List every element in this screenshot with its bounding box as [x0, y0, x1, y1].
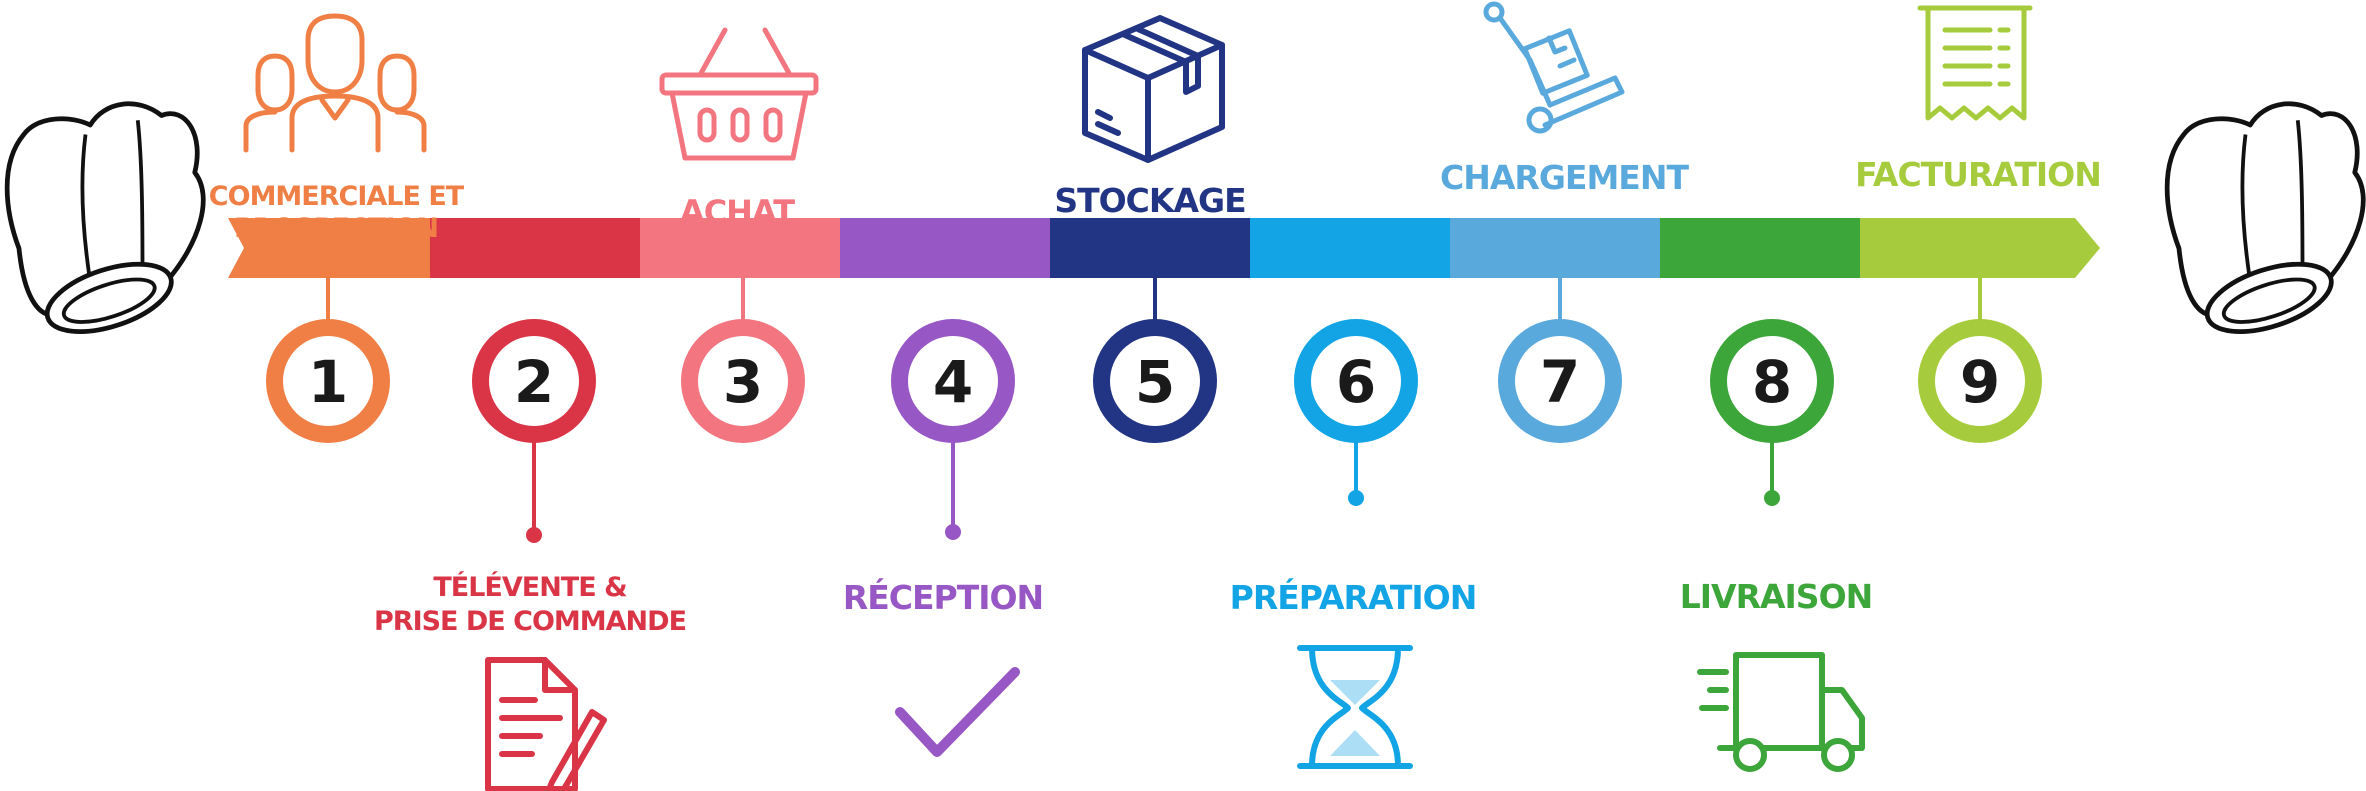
- step-number-9: 9: [1960, 348, 2000, 416]
- step-label-6: PRÉPARATION: [1230, 577, 1477, 617]
- step-number-7: 7: [1540, 348, 1580, 416]
- step-label-5: STOCKAGE: [1054, 181, 1245, 220]
- connector-9: [1972, 232, 1988, 322]
- chef-hat-icon-right: [2167, 104, 2363, 345]
- connector-3: [735, 258, 751, 325]
- receipt-icon: [1917, 5, 2033, 121]
- delivery-truck-icon: [1697, 652, 1865, 772]
- step-label-1-line-1: COMMERCIALE ET: [209, 181, 465, 212]
- document-pen-icon: [485, 657, 607, 791]
- step-circle-5: 5: [1093, 319, 1217, 443]
- step-label-8: LIVRAISON: [1680, 577, 1873, 616]
- hourglass-icon: [1297, 645, 1413, 769]
- step-circle-4: 4: [891, 319, 1015, 443]
- connector-5: [1147, 252, 1163, 325]
- step-label-3: ACHAT: [680, 193, 795, 231]
- step-number-1: 1: [308, 348, 348, 416]
- step-label-2-line-2: PRISE DE COMMANDE: [374, 606, 686, 637]
- people-group-icon: [243, 13, 427, 153]
- step-label-9: FACTURATION: [1855, 155, 2101, 194]
- hand-truck-icon: [1483, 1, 1625, 134]
- timeline-band: [228, 218, 2100, 278]
- step-circle-7: 7: [1498, 319, 1622, 443]
- step-circle-2: 2: [472, 319, 596, 443]
- step-label-4: RÉCEPTION: [843, 577, 1043, 617]
- step-label-1-line-2: PROSPECTION: [234, 213, 438, 244]
- checkmark-icon: [895, 667, 1020, 757]
- connector-7: [1552, 230, 1568, 322]
- band-start-arrow: [228, 218, 286, 278]
- step-label-7: CHARGEMENT: [1440, 158, 1689, 197]
- step-number-2: 2: [514, 348, 554, 416]
- step-circle-9: 9: [1918, 319, 2042, 443]
- step-circle-8: 8: [1710, 319, 1834, 443]
- box-icon: [1082, 15, 1225, 163]
- step-number-5: 5: [1135, 348, 1175, 416]
- step-circle-6: 6: [1294, 319, 1418, 443]
- step-number-4: 4: [933, 348, 973, 416]
- band-end-arrow: [2060, 218, 2100, 278]
- step-number-8: 8: [1752, 348, 1792, 416]
- step-circle-1: 1: [266, 319, 390, 443]
- step-label-2-line-1: TÉLÉVENTE &: [433, 571, 627, 603]
- chef-hat-icon-left: [7, 104, 203, 345]
- step-number-3: 3: [723, 348, 763, 416]
- step-number-6: 6: [1336, 348, 1376, 416]
- shopping-basket-icon: [659, 27, 819, 161]
- step-circle-3: 3: [681, 319, 805, 443]
- connector-1: [320, 257, 336, 325]
